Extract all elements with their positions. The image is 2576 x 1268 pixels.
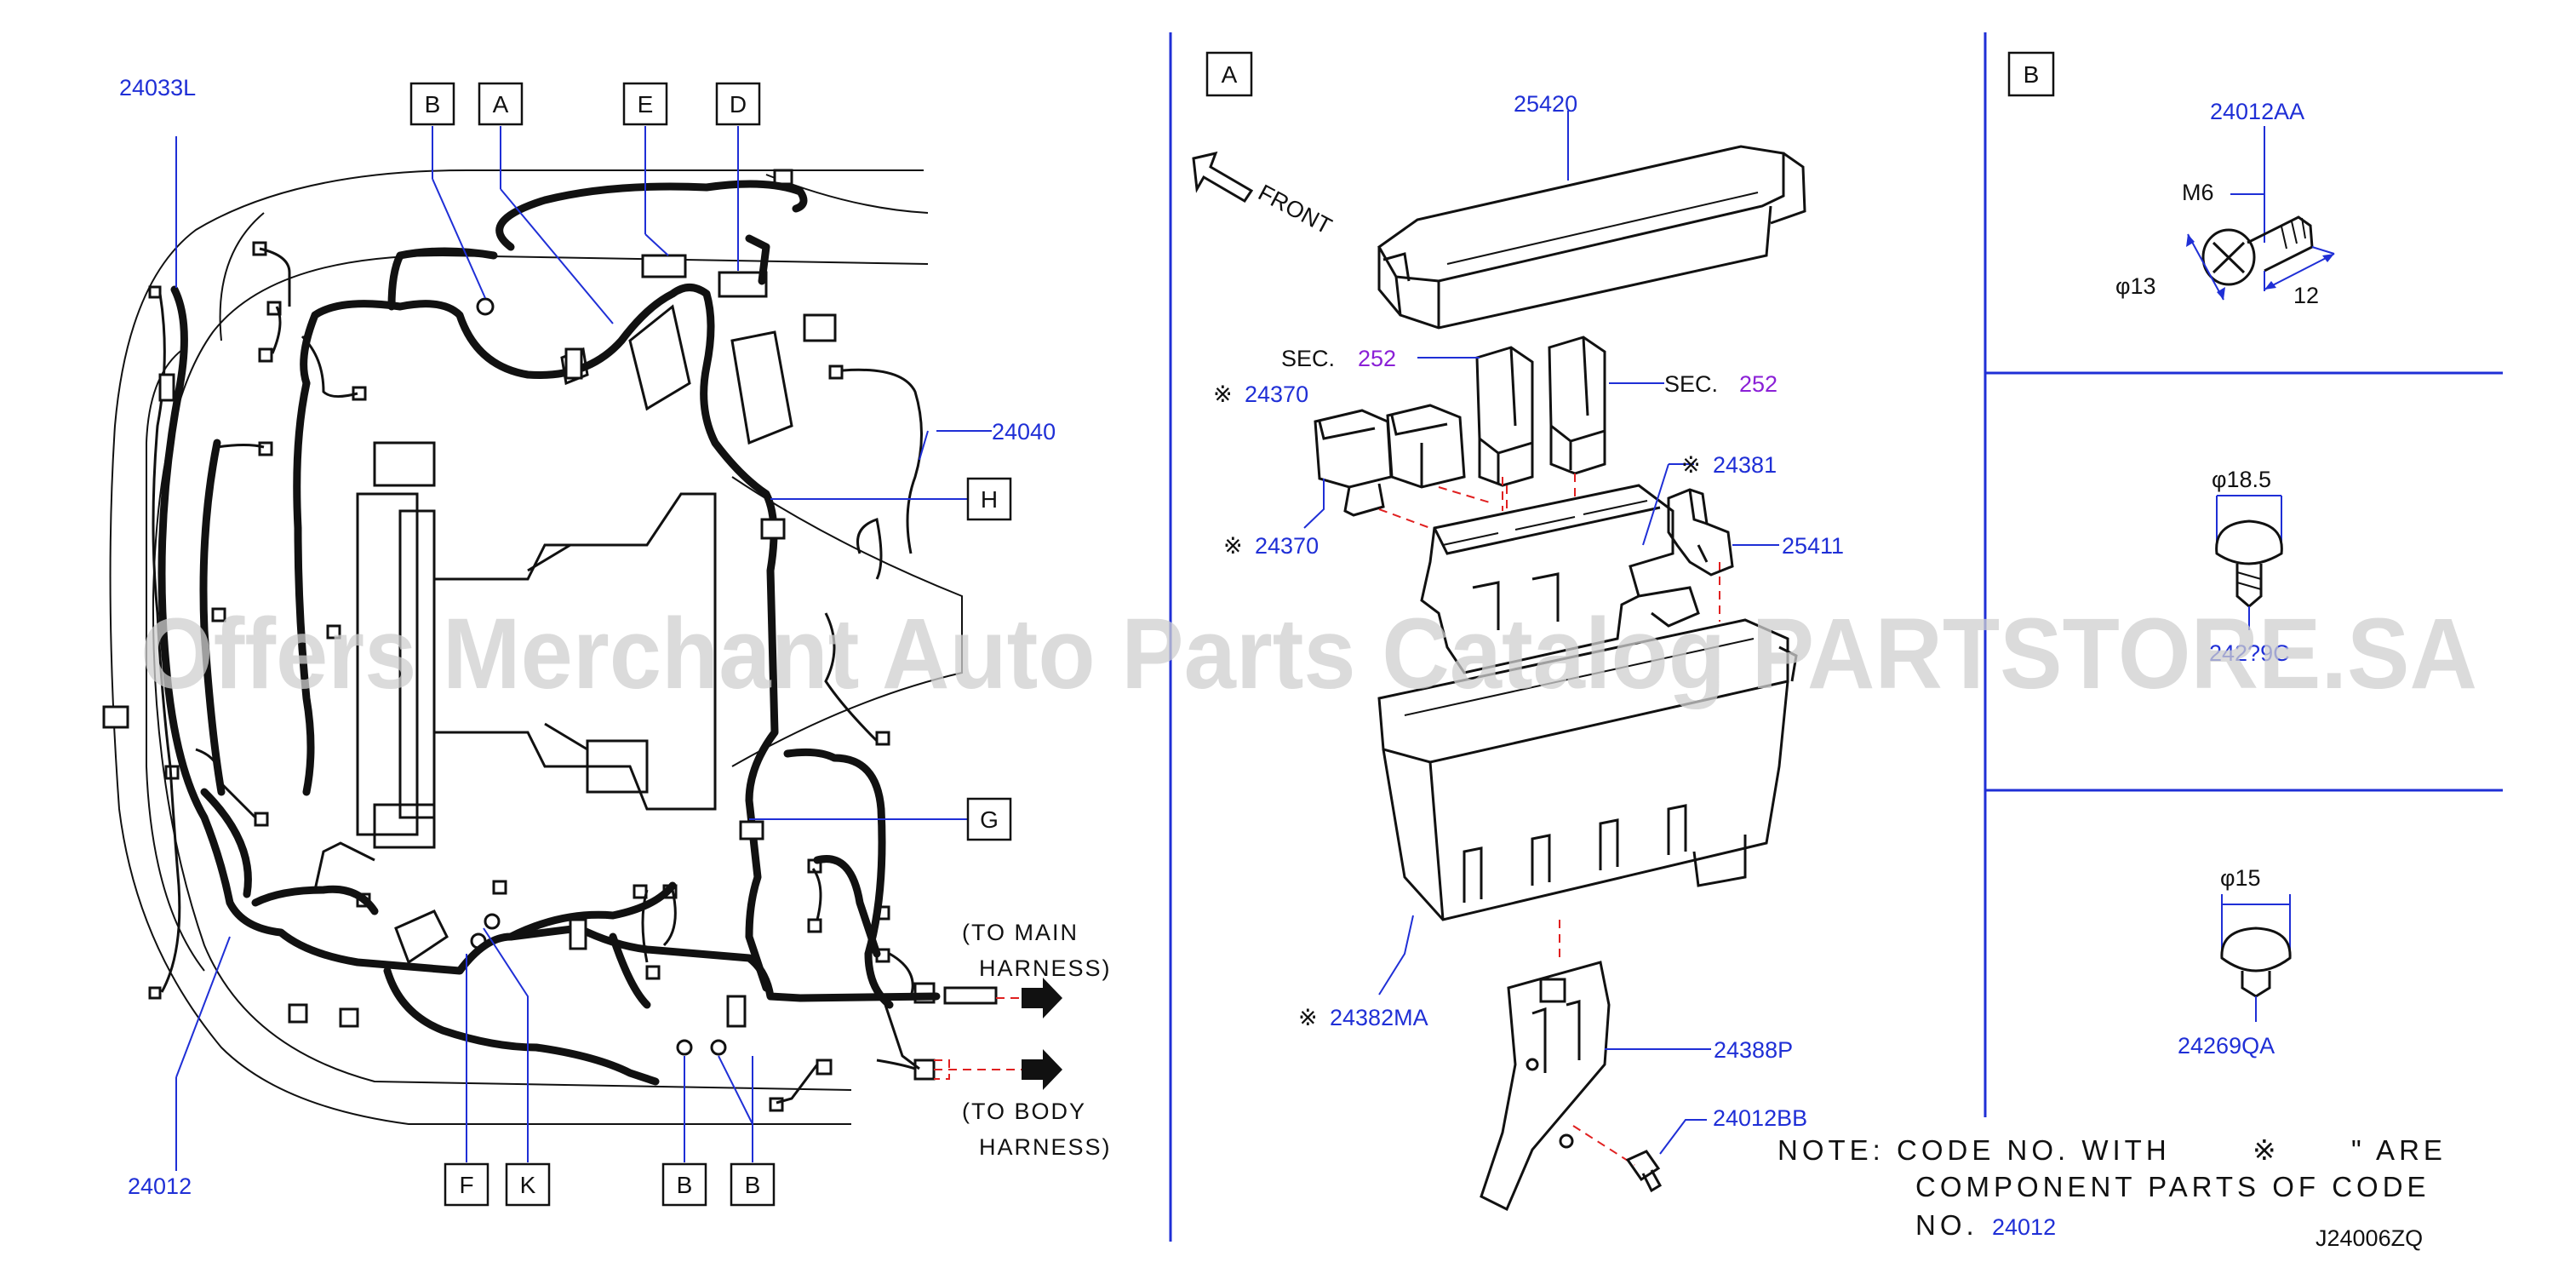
callout-B-bottom-2[interactable]: B [730,1162,776,1207]
part-number-24370-lower[interactable]: 24370 [1255,533,1319,559]
harness-clamps [158,347,786,950]
panel-separators [1169,32,2503,1242]
engine-block [356,441,717,849]
watermark: Offers Merchant Auto Parts Catalog PARTS… [140,598,2477,710]
to-main-harness-line1: (TO MAIN [962,920,1079,945]
part-number-24012AA[interactable]: 24012AA [2210,99,2304,124]
part-number-24370-upper[interactable]: 24370 [1245,382,1308,407]
panel-b-tag: B [2007,51,2055,97]
svg-text:A: A [1222,61,1238,88]
length-12: 12 [2293,283,2319,308]
installation-lines [1378,473,1720,1166]
part-number-24269-partial[interactable]: 242?9C [2209,640,2290,666]
front-label: FRONT [1254,180,1336,239]
diameter-18-5: φ18.5 [2212,467,2271,492]
part-number-24382MA[interactable]: 24382MA [1330,1005,1428,1030]
harness-wires [157,180,941,1086]
note-line1-end: " ARE [2351,1134,2447,1166]
callout-F[interactable]: F [444,1162,489,1207]
panel-a-tag: A [1205,51,1253,97]
front-arrow-icon: FRONT [1192,151,1336,239]
relay-right [1548,336,1606,475]
svg-text:G: G [980,806,999,833]
callout-B-top[interactable]: B [409,82,455,126]
fuse-block-upper [1386,404,1466,489]
note-line1-start: NOTE: CODE NO. WITH [1777,1134,2171,1166]
relay-box-lower-case [1377,618,1798,995]
note-code-24012[interactable]: 24012 [1992,1214,2056,1240]
callout-B-bottom-1[interactable]: B [661,1162,707,1207]
part-number-25411[interactable]: 25411 [1782,533,1844,559]
svg-text:F: F [459,1172,473,1198]
svg-text:B: B [2024,61,2040,88]
left-leaders [175,126,992,1171]
bolt-24012BB [1625,1150,1663,1193]
callout-A[interactable]: A [478,82,524,126]
harness-exit-arrows [934,978,1062,1090]
svg-text:E: E [638,91,654,118]
callout-D[interactable]: D [715,82,761,126]
part-number-24033L[interactable]: 24033L [119,75,196,100]
callout-K[interactable]: K [505,1162,551,1207]
panel-b-fasteners: B 24012AA M6 φ13 12 φ18.5 [2007,51,2335,1059]
note-line3-prefix: NO. [1915,1209,1978,1241]
part-number-24012[interactable]: 24012 [128,1173,192,1199]
to-body-harness-line2: HARNESS) [979,1134,1112,1160]
note-mark: ※ [2253,1134,2281,1166]
sec-ref-252-1[interactable]: 252 [1358,346,1396,371]
part-number-24012BB[interactable]: 24012BB [1713,1105,1807,1131]
engine-room-harness: B A E D H G F [102,75,1112,1207]
svg-text:K: K [520,1172,536,1198]
relay-box-cover [1377,111,1806,330]
relay-left [1475,346,1534,487]
callout-G[interactable]: G [966,797,1012,841]
svg-text:D: D [730,91,747,118]
footnote: NOTE: CODE NO. WITH ※ " ARE COMPONENT PA… [1777,1134,2447,1251]
callout-E[interactable]: E [622,82,668,126]
fuse-block-lower [1303,409,1393,529]
part-number-25420[interactable]: 25420 [1514,91,1577,117]
sec-ref-252-2[interactable]: 252 [1739,371,1777,397]
svg-text:A: A [493,91,509,118]
connector-25411 [1667,488,1734,577]
svg-text:B: B [677,1172,693,1198]
sec-label-1: SEC. [1281,346,1335,371]
diagram-code: J24006ZQ [2316,1225,2423,1251]
part-number-24040[interactable]: 24040 [992,419,1056,445]
component-mark-1: ※ [1213,382,1233,407]
panel-a-relay-box: A FRONT 25420 [1192,51,1844,1212]
to-main-harness-line2: HARNESS) [979,955,1112,981]
part-number-24269QA[interactable]: 24269QA [2178,1033,2275,1059]
sec-label-2: SEC. [1664,371,1718,397]
note-line2: COMPONENT PARTS OF CODE [1915,1171,2430,1202]
bolt-m6: 24012AA M6 φ13 12 [2115,99,2335,308]
clip-15: φ15 24269QA [2178,865,2292,1059]
to-body-harness-line1: (TO BODY [962,1099,1086,1124]
component-mark-2: ※ [1223,533,1243,559]
diameter-13: φ13 [2115,273,2156,299]
svg-text:B: B [425,91,441,118]
component-mark-3: ※ [1681,452,1701,478]
harness-connectors [102,169,998,1112]
diameter-15: φ15 [2220,865,2261,891]
part-number-24381[interactable]: 24381 [1713,452,1777,478]
mounting-bracket [1480,961,1611,1212]
part-number-24388P[interactable]: 24388P [1714,1037,1793,1063]
callout-boxes: B A E D H G F [409,82,1012,1207]
thread-size-m6: M6 [2182,180,2214,205]
svg-text:H: H [981,486,998,513]
clip-18-5: φ18.5 242?9C [2209,467,2290,666]
callout-H[interactable]: H [966,477,1012,521]
branch-wires [152,247,928,1104]
component-mark-4: ※ [1298,1005,1318,1030]
fuse-holder-frame [1420,484,1700,674]
svg-text:B: B [745,1172,761,1198]
